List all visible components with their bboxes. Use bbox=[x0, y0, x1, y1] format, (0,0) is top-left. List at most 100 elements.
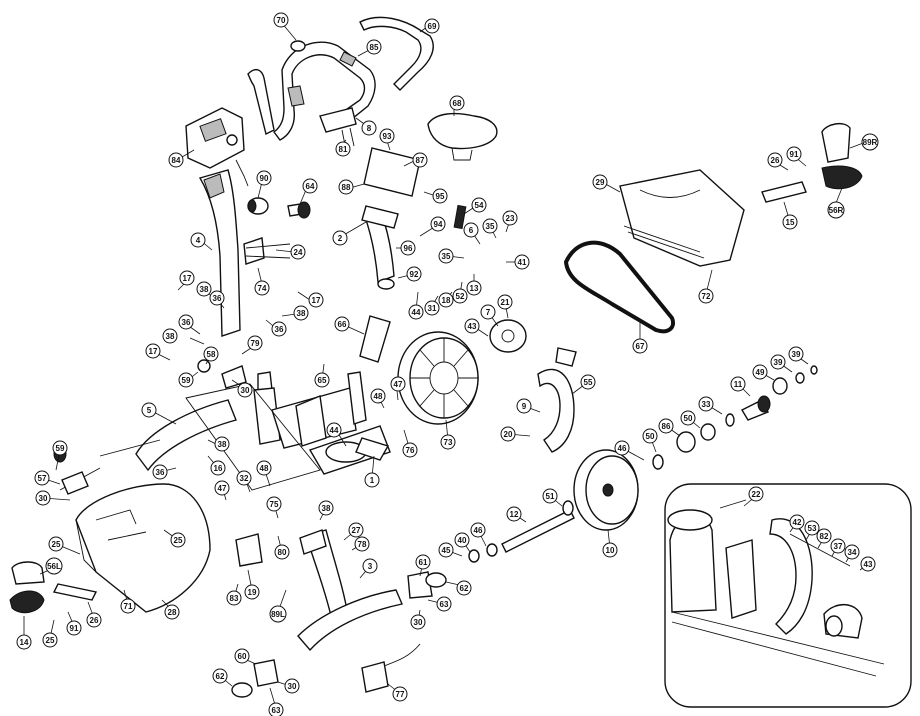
callout-36: 36 bbox=[271, 321, 287, 337]
axle-components bbox=[468, 365, 818, 563]
callout-label: 25 bbox=[52, 540, 61, 549]
callout-label: 37 bbox=[834, 542, 843, 551]
callout-circle bbox=[244, 584, 260, 600]
callout-label: 46 bbox=[474, 526, 483, 535]
callout-circle bbox=[748, 486, 764, 502]
callout-91: 91 bbox=[66, 620, 82, 636]
callout-46: 46 bbox=[614, 440, 630, 456]
callout-label: 80 bbox=[278, 548, 287, 557]
callout-circle bbox=[789, 514, 805, 530]
callout-circle bbox=[482, 218, 498, 234]
callout-74: 74 bbox=[254, 280, 270, 296]
callout-label: 2 bbox=[338, 234, 343, 243]
callout-label: 5 bbox=[147, 406, 152, 415]
callout-76: 76 bbox=[402, 442, 418, 458]
callout-circle bbox=[338, 179, 354, 195]
callout-label: 26 bbox=[90, 616, 99, 625]
callout-circle bbox=[226, 590, 242, 606]
callout-96: 96 bbox=[400, 240, 416, 256]
callout-label: 96 bbox=[404, 244, 413, 253]
callout-82: 82 bbox=[816, 528, 832, 544]
callout-circle bbox=[602, 542, 618, 558]
callout-label: 91 bbox=[790, 150, 799, 159]
callout-label: 30 bbox=[39, 494, 48, 503]
callout-label: 67 bbox=[636, 342, 645, 351]
callout-circle bbox=[456, 580, 472, 596]
callout-label: 44 bbox=[412, 308, 421, 317]
callout-label: 36 bbox=[275, 325, 284, 334]
callout-circle bbox=[178, 372, 194, 388]
callout-circle bbox=[786, 146, 802, 162]
callout-label: 77 bbox=[396, 690, 405, 699]
callout-label: 68 bbox=[453, 99, 462, 108]
callout-circle bbox=[273, 12, 289, 28]
callout-30: 30 bbox=[237, 382, 253, 398]
callout-circle bbox=[196, 281, 212, 297]
callout-circle bbox=[334, 316, 350, 332]
callout-circle bbox=[432, 188, 448, 204]
callout-59: 59 bbox=[52, 440, 68, 456]
callout-13: 13 bbox=[466, 280, 482, 296]
callout-7: 7 bbox=[480, 304, 496, 320]
callout-label: 30 bbox=[414, 618, 423, 627]
callout-circle bbox=[274, 544, 290, 560]
callout-circle bbox=[730, 376, 746, 392]
callout-label: 1 bbox=[370, 476, 375, 485]
callout-circle bbox=[390, 376, 406, 392]
callout-circle bbox=[379, 128, 395, 144]
callout-62: 62 bbox=[456, 580, 472, 596]
front-stabilizer bbox=[231, 529, 447, 698]
callout-56l: 56L bbox=[45, 557, 63, 575]
callout-label: 38 bbox=[322, 504, 331, 513]
callout-label: 57 bbox=[38, 474, 47, 483]
callout-circle bbox=[770, 354, 786, 370]
callout-label: 7 bbox=[486, 308, 491, 317]
callout-35: 35 bbox=[438, 248, 454, 264]
callout-40: 40 bbox=[454, 532, 470, 548]
callout-28: 28 bbox=[164, 604, 180, 620]
callout-24: 24 bbox=[290, 244, 306, 260]
callout-4: 4 bbox=[190, 232, 206, 248]
callout-circle bbox=[326, 422, 342, 438]
callout-circle bbox=[302, 178, 318, 194]
callout-label: 36 bbox=[213, 294, 222, 303]
callout-circle bbox=[164, 604, 180, 620]
flywheel-73 bbox=[397, 319, 527, 425]
callout-label: 42 bbox=[793, 518, 802, 527]
callout-circle bbox=[614, 440, 630, 456]
callout-circle bbox=[354, 536, 370, 552]
callout-circle bbox=[415, 554, 431, 570]
callout-78: 78 bbox=[354, 536, 370, 552]
callout-21: 21 bbox=[497, 294, 513, 310]
pedal-left-assembly bbox=[9, 561, 98, 614]
callout-23: 23 bbox=[502, 210, 518, 226]
callout-56r: 56R bbox=[827, 201, 845, 219]
callout-51: 51 bbox=[542, 488, 558, 504]
callout-label: 51 bbox=[546, 492, 555, 501]
callout-circle bbox=[35, 490, 51, 506]
callout-label: 36 bbox=[182, 318, 191, 327]
callout-label: 95 bbox=[436, 192, 445, 201]
callout-circle bbox=[314, 372, 330, 388]
sensor-parts bbox=[197, 359, 263, 567]
callout-circle bbox=[400, 240, 416, 256]
callout-label: 52 bbox=[456, 292, 465, 301]
callout-circle bbox=[497, 294, 513, 310]
callout-label: 27 bbox=[352, 526, 361, 535]
callout-29: 29 bbox=[592, 174, 608, 190]
callout-label: 94 bbox=[434, 220, 443, 229]
callout-circle bbox=[168, 152, 184, 168]
callout-27: 27 bbox=[348, 522, 364, 538]
callout-circle bbox=[234, 648, 250, 664]
callout-48: 48 bbox=[370, 388, 386, 404]
callout-43: 43 bbox=[464, 318, 480, 334]
callout-label: 50 bbox=[646, 432, 655, 441]
callout-60: 60 bbox=[234, 648, 250, 664]
callout-label: 65 bbox=[318, 376, 327, 385]
callout-91: 91 bbox=[786, 146, 802, 162]
callout-39: 39 bbox=[770, 354, 786, 370]
callout-label: 25 bbox=[174, 536, 183, 545]
callout-53: 53 bbox=[804, 520, 820, 536]
callout-label: 92 bbox=[410, 270, 419, 279]
